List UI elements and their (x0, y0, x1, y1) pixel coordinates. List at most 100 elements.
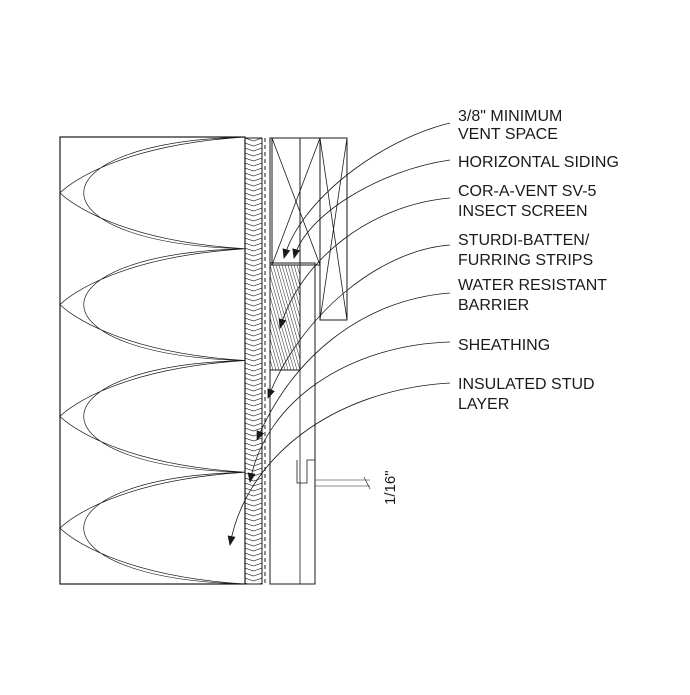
callout-water-resistant-barrier: WATER RESISTANT BARRIER (458, 277, 611, 314)
sheathing-hatch-line (245, 557, 262, 562)
batten-hatch-line (270, 295, 292, 370)
batten-hatch-line (306, 265, 336, 370)
sheathing-hatch-line (245, 377, 262, 382)
callout-sheathing: SHEATHING (458, 337, 550, 354)
leader-sheathing (247, 341, 451, 483)
batten-hatch-line (287, 265, 300, 308)
sheathing-hatch-line (245, 467, 262, 472)
sheathing-hatch-line (245, 332, 262, 337)
batten-hatch-line (270, 306, 289, 370)
sheathing-hatch-line (245, 247, 262, 252)
insect-screen-batten (269, 264, 348, 371)
sheathing-hatch-line (245, 277, 262, 282)
leader-insulated-stud-layer (227, 382, 451, 546)
sheathing-hatch-line (245, 172, 262, 177)
sheathing-hatch-line (245, 512, 262, 517)
sheathing-hatch-line (245, 392, 262, 397)
sheathing-hatch-line (245, 167, 262, 172)
sheathing-hatch-line (245, 317, 262, 322)
sheathing-hatch-line (245, 547, 262, 552)
stud-cavity-outline (59, 136, 246, 585)
sheathing-hatch-line (245, 477, 262, 482)
sheathing-hatch-line (245, 287, 262, 292)
sheathing-hatch-line (245, 282, 262, 287)
callout-furring-strips: STURDI-BATTEN/ FURRING STRIPS (458, 232, 594, 269)
sheathing-hatch-line (245, 292, 262, 297)
sheathing-hatch-line (245, 457, 262, 462)
sheathing-hatch-line (245, 572, 262, 577)
batten-hatch-line (270, 337, 280, 370)
sheathing-hatch-line (245, 187, 262, 192)
sheathing-hatch-line (245, 232, 262, 237)
batten-hatch-line (275, 265, 300, 350)
sheathing-hatch-line (245, 138, 262, 142)
sheathing-hatch-line (245, 217, 262, 222)
dimension-marker: 1/16" (315, 470, 399, 505)
sheathing-hatch-line (245, 422, 262, 427)
sheathing-hatch-line (245, 542, 262, 547)
sheathing-hatch-line (245, 157, 262, 162)
sheathing-hatch-line (245, 552, 262, 557)
batten-hatch-line (284, 265, 300, 319)
sheathing-hatch-line (245, 472, 262, 477)
sheathing-hatch-line (245, 427, 262, 432)
batten-hatch-line (270, 327, 283, 370)
sheathing-hatch-line (245, 322, 262, 327)
sheathing-hatch-line (245, 147, 262, 152)
batt-insulation-pattern (59, 136, 246, 585)
sheathing-hatch-line (245, 522, 262, 527)
sheathing-hatch-line (245, 297, 262, 302)
batten-hatch-line (270, 285, 295, 370)
batten-hatch-line (270, 316, 286, 370)
leader-horizontal-siding (292, 159, 451, 259)
batten-hatch-line (281, 265, 300, 329)
batten-hatch-line (270, 274, 298, 370)
batten-hatch-line (270, 265, 300, 370)
callout-labels: 3/8" MINIMUM VENT SPACE HORIZONTAL SIDIN… (458, 108, 619, 413)
sheathing-hatch-line (245, 497, 262, 502)
sheathing-hatch-line (245, 562, 262, 567)
sheathing-hatch-line (245, 347, 262, 352)
sheathing-hatch-line (245, 237, 262, 242)
sheathing-hatch-line (245, 272, 262, 277)
sheathing-hatch-line (245, 207, 262, 212)
sheathing-hatch-line (245, 412, 262, 417)
siding-lap-joint (296, 459, 315, 484)
sheathing-hatch-line (245, 382, 262, 387)
siding-course-lower (269, 262, 316, 585)
leader-vent-space (282, 122, 451, 259)
batten-hatch-line (270, 348, 277, 370)
sheathing-hatch-line (245, 307, 262, 312)
furring-strip-upper (271, 137, 321, 266)
sheathing-hatch-line (245, 537, 262, 542)
batten-hatch-line (309, 265, 339, 370)
sheathing-hatch-line (245, 252, 262, 257)
sheathing-hatch-line (245, 327, 262, 332)
sheathing-hatch-line (245, 342, 262, 347)
sheathing-hatch-line (245, 242, 262, 247)
batten-hatch-line (290, 265, 300, 298)
sheathing-hatch-line (245, 447, 262, 452)
sheathing-hatch-line (245, 302, 262, 307)
sheathing-hatch-line (245, 192, 262, 197)
batten-hatch-line (312, 265, 342, 370)
sheathing-hatch-line (245, 352, 262, 357)
sheathing-hatch-line (245, 532, 262, 537)
sheathing-hatch-line (245, 152, 262, 157)
leader-insect-screen (278, 197, 451, 329)
batten-hatch-line (318, 265, 348, 370)
sheathing-hatch-line (245, 262, 262, 267)
batten-hatch-line (278, 265, 300, 340)
furring-strip-outer (319, 137, 348, 321)
sheathing-hatch-line (245, 197, 262, 202)
callout-insulated-stud-layer: INSULATED STUD LAYER (458, 376, 599, 413)
sheathing-hatch-line (245, 367, 262, 372)
sheathing-hatch-line (245, 502, 262, 507)
sheathing-hatch-line (245, 227, 262, 232)
sheathing-hatch-line (245, 437, 262, 442)
sheathing-hatch-line (245, 177, 262, 182)
sheathing-layer (244, 137, 263, 585)
sheathing-hatch-line (245, 142, 262, 147)
